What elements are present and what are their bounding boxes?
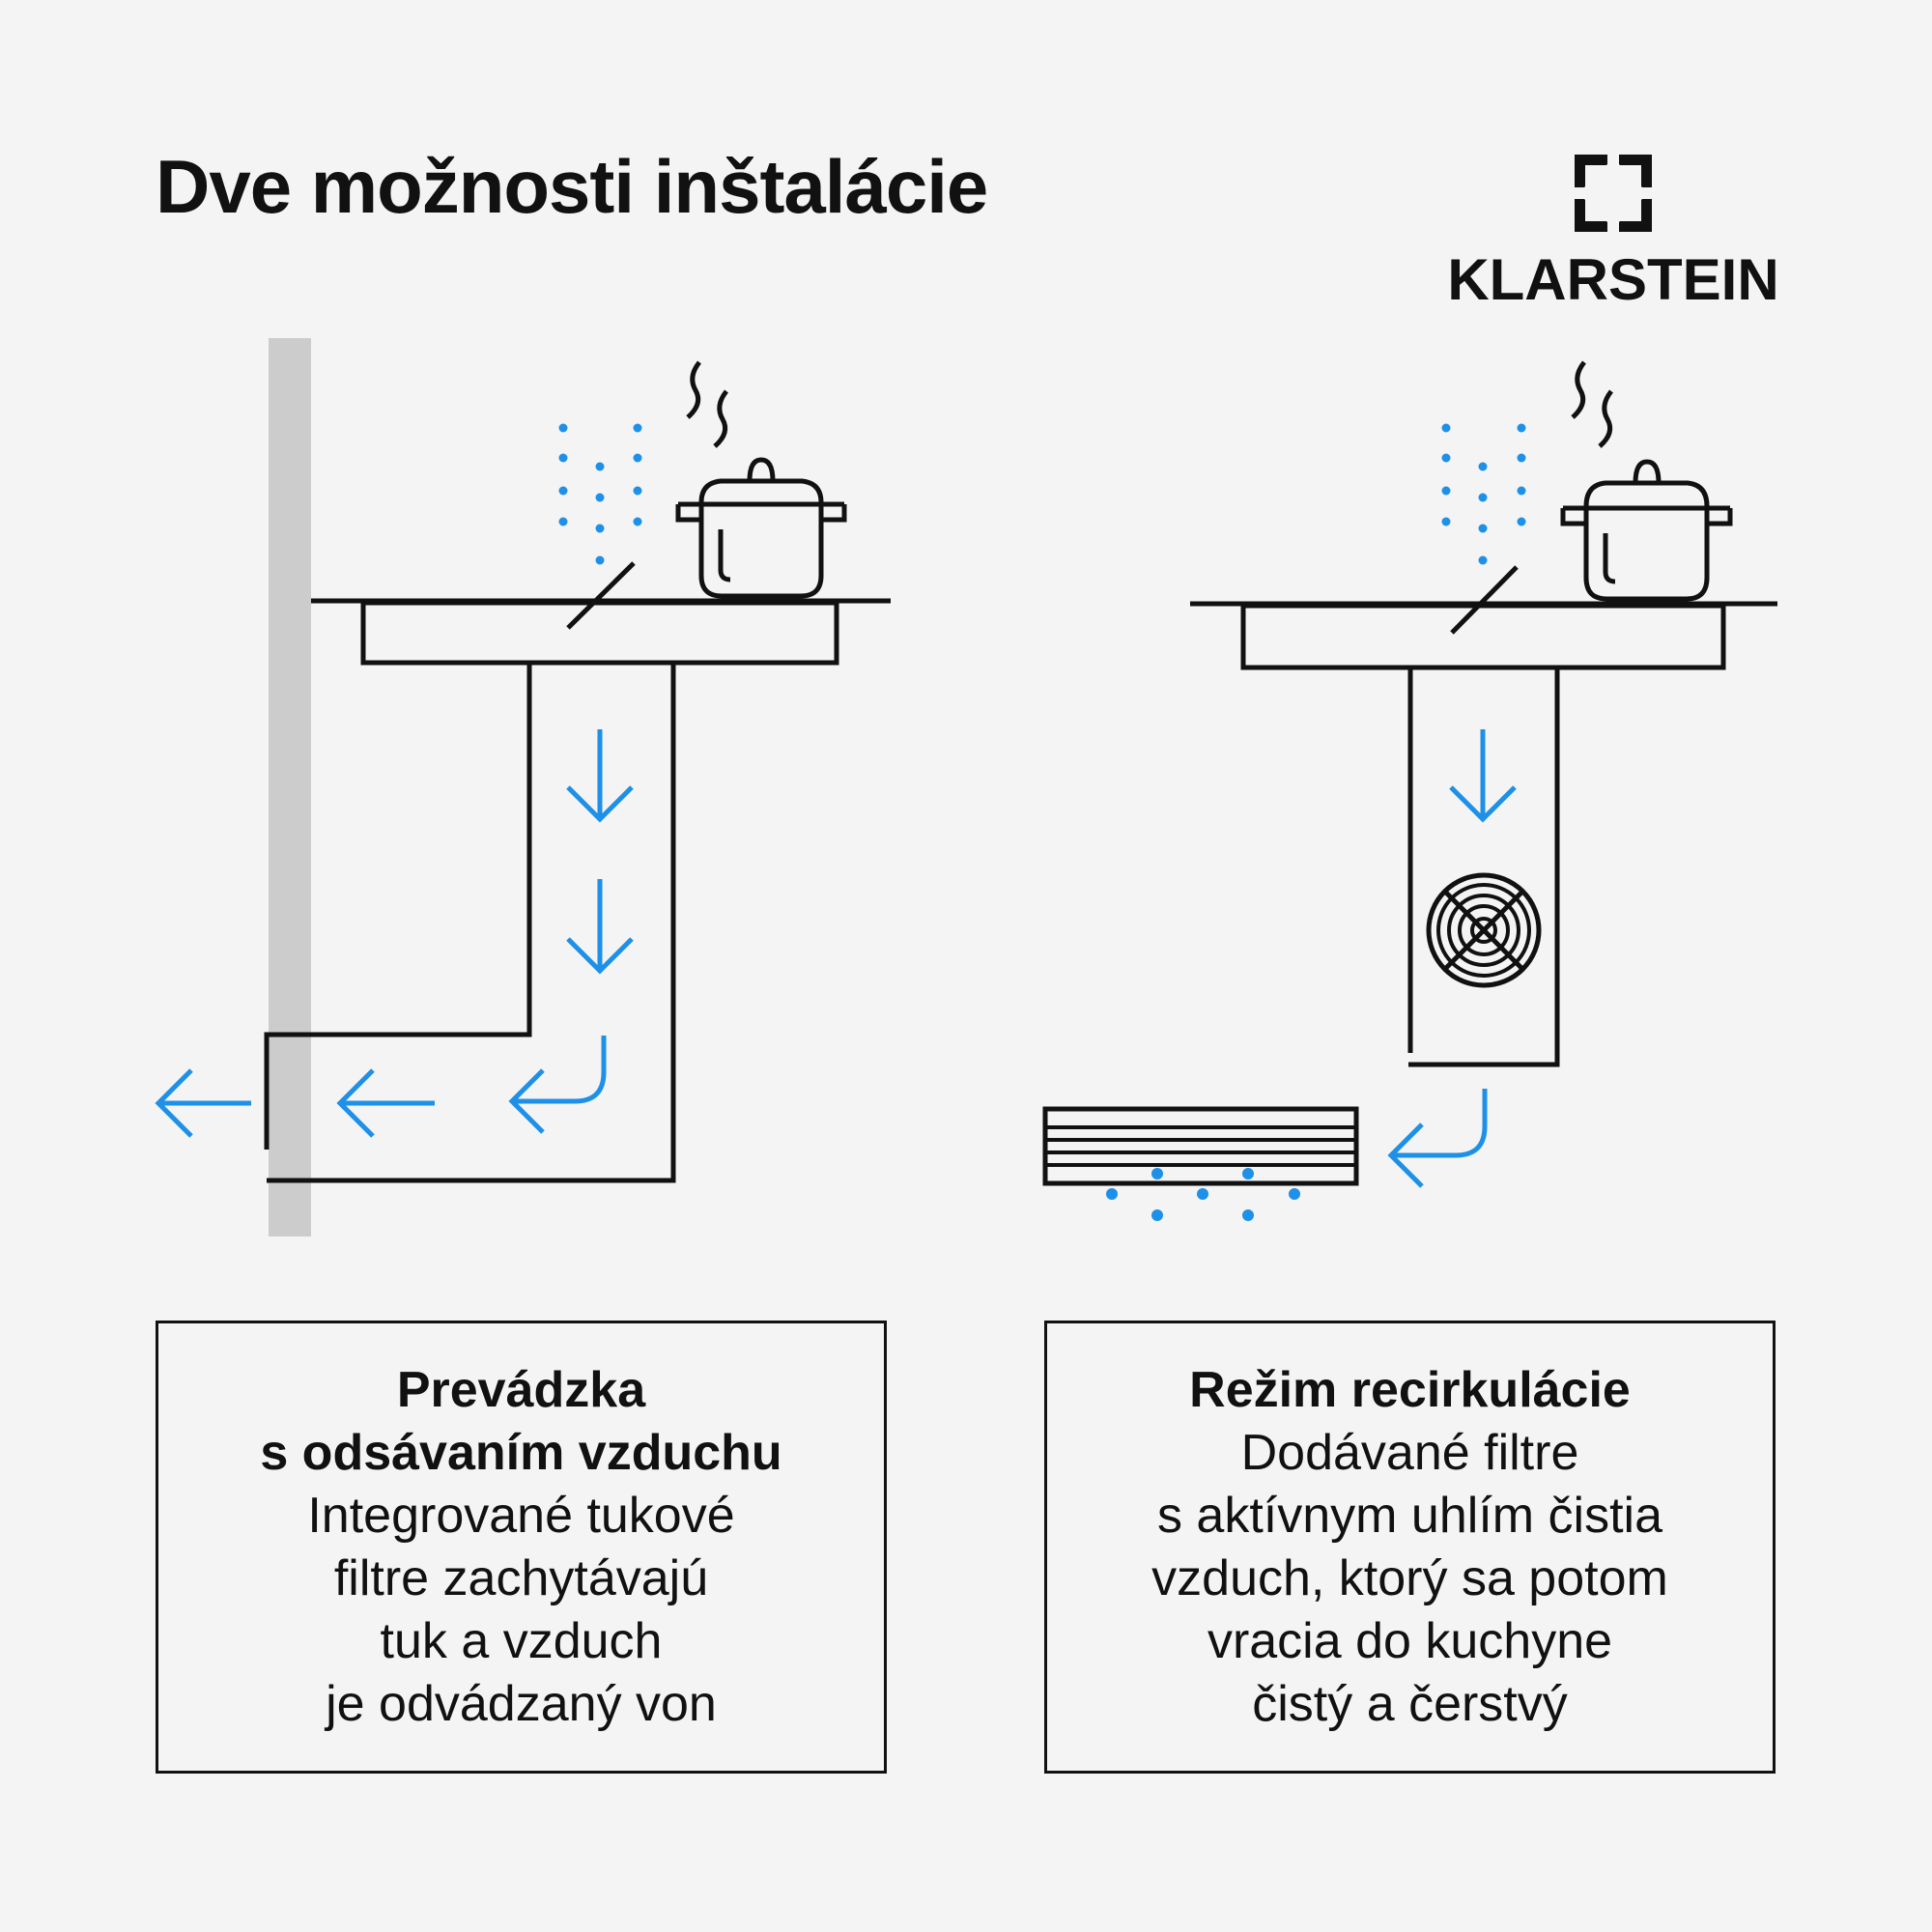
hob-unit <box>360 600 839 666</box>
cooking-pot-icon <box>1560 360 1733 602</box>
fan-icon <box>1426 872 1542 988</box>
steam-dots <box>1441 423 1526 565</box>
cooking-pot-icon <box>675 360 847 599</box>
recirculation-duct <box>1407 668 1560 1067</box>
air-intake-slot <box>1450 565 1519 635</box>
panel-heading-line: Režim recirkulácie <box>1189 1361 1631 1418</box>
brand-name: KLARSTEIN <box>1447 247 1779 312</box>
airflow-arrows <box>155 729 634 1138</box>
arrow-left-icon <box>155 1068 251 1138</box>
exhaust-duct <box>264 663 676 1183</box>
panel-heading-line: s odsávaním vzduchu <box>260 1424 782 1481</box>
panel-body-line: vzduch, ktorý sa potom <box>1151 1549 1668 1606</box>
arrow-curve-left-icon <box>508 1036 607 1134</box>
logo-center-diamond <box>1578 158 1648 228</box>
panel-body-line: vracia do kuchyne <box>1207 1612 1613 1669</box>
arrow-curve-left-icon <box>1387 1089 1488 1188</box>
panel-body-line: je odvádzaný von <box>326 1675 717 1732</box>
arrow-down-icon <box>566 729 634 823</box>
arrow-left-icon <box>336 1068 435 1138</box>
logo-corner-top-right <box>1619 155 1652 187</box>
panel-body-line: s aktívnym uhlím čistia <box>1156 1487 1663 1544</box>
arrow-down-icon <box>566 879 634 975</box>
panel-body-line: Integrované tukové <box>307 1487 735 1544</box>
recirculation-mode-description: Režim recirkulácie Dodávané filtre s akt… <box>1044 1321 1776 1774</box>
hob-unit <box>1240 603 1726 670</box>
panel-body-line: Dodávané filtre <box>1240 1424 1579 1481</box>
page-title: Dve možnosti inštalácie <box>156 144 988 229</box>
panel-body-line: tuk a vzduch <box>380 1612 663 1669</box>
recirculation-mode-diagram <box>1042 360 1777 1221</box>
panel-body-line: čistý a čerstvý <box>1252 1675 1568 1732</box>
panel-body-line: filtre zachytávajú <box>333 1549 709 1606</box>
carbon-filter <box>1042 1106 1359 1186</box>
exhaust-mode-diagram <box>155 338 891 1236</box>
panel-heading-line: Prevádzka <box>396 1361 646 1418</box>
clean-air-dots <box>1106 1168 1300 1221</box>
klarstein-logo-icon <box>1575 155 1652 232</box>
logo-corner-bottom-left <box>1575 199 1607 232</box>
arrow-down-icon <box>1449 729 1517 823</box>
steam-dots <box>558 423 642 565</box>
exhaust-mode-description: Prevádzka s odsávaním vzduchu Integrovan… <box>156 1321 887 1774</box>
brand-logo: KLARSTEIN <box>1439 150 1787 314</box>
logo-corner-bottom-right <box>1619 199 1652 232</box>
wall <box>269 338 311 1236</box>
air-intake-slot <box>566 561 636 630</box>
airflow-arrows <box>1387 729 1517 1188</box>
logo-corner-top-left <box>1575 155 1607 187</box>
